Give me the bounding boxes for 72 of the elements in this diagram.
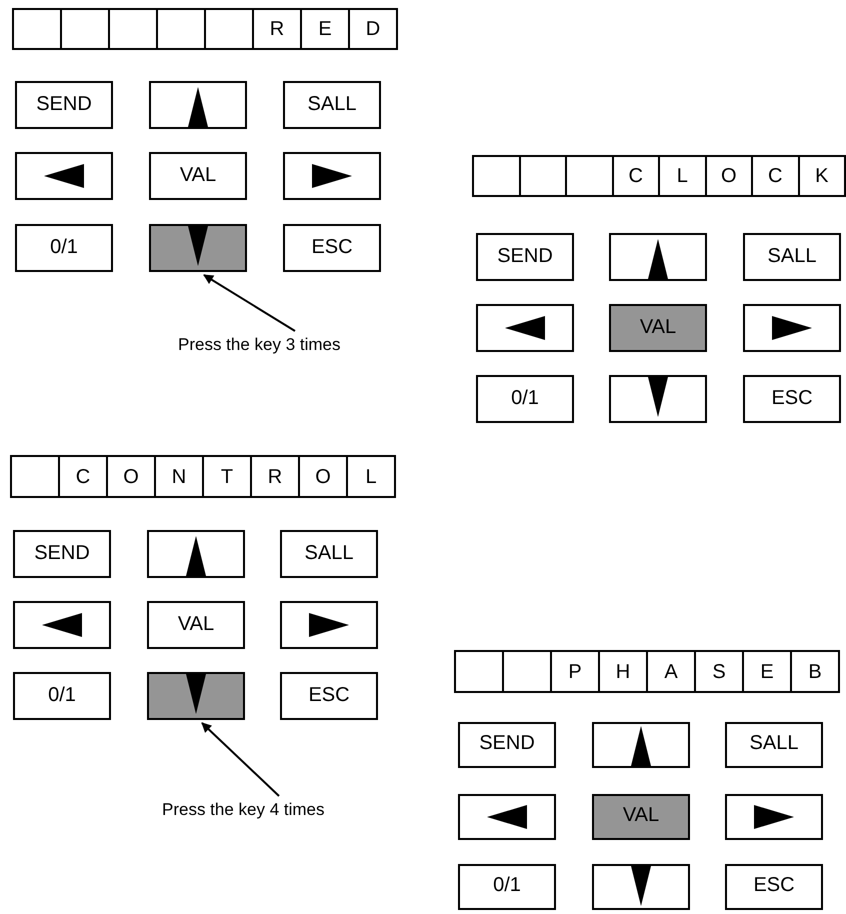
display-cell [518, 155, 567, 197]
display-cell: L [346, 455, 396, 498]
keypad-key: ESC [283, 224, 381, 272]
keypad-key: ESC [743, 375, 841, 423]
keypad-key: 0/1 [458, 864, 556, 910]
keypad-key [280, 601, 378, 649]
display-cell: P [550, 650, 600, 693]
display-cell: E [300, 8, 350, 50]
display-cell [204, 8, 254, 50]
display-cell: S [694, 650, 744, 693]
keypad-key [283, 152, 381, 200]
display-cell [472, 155, 520, 197]
keypad-key: VAL [609, 304, 707, 352]
display-cell [565, 155, 614, 197]
display-cell: O [298, 455, 348, 498]
display-cell: L [658, 155, 706, 197]
display-cell: B [790, 650, 840, 693]
keypad-key: VAL [149, 152, 247, 200]
keypad-key [149, 81, 247, 129]
display-cell [156, 8, 206, 50]
arrow [201, 722, 280, 797]
display-cell [502, 650, 552, 693]
keypad-key [149, 224, 247, 272]
keypad-key: SALL [743, 233, 841, 281]
keypad-key: 0/1 [15, 224, 113, 272]
keypad-key: SALL [280, 530, 378, 578]
display-cell: E [742, 650, 792, 693]
keypad-key [476, 304, 574, 352]
keypad-key [15, 152, 113, 200]
keypad-key: 0/1 [476, 375, 574, 423]
keypad-key: 0/1 [13, 672, 111, 720]
display-cell: D [348, 8, 398, 50]
display-cell: C [751, 155, 800, 197]
keypad-key [743, 304, 841, 352]
keypad-key: SEND [13, 530, 111, 578]
keypad-key: VAL [592, 794, 690, 840]
keypad-key [458, 794, 556, 840]
keypad-key: SEND [476, 233, 574, 281]
keypad-key [13, 601, 111, 649]
keypad-key [592, 864, 690, 910]
keypad-key: ESC [725, 864, 823, 910]
display-cell [10, 455, 60, 498]
display-cell: K [798, 155, 846, 197]
display-cell: H [598, 650, 648, 693]
arrow [203, 274, 296, 332]
keypad-key: SALL [725, 722, 823, 768]
keypad-key: SALL [283, 81, 381, 129]
display-cell: O [704, 155, 753, 197]
keypad-key [147, 530, 245, 578]
keypad-key [592, 722, 690, 768]
display-cell [12, 8, 62, 50]
keypad-key [609, 375, 707, 423]
display-cell [454, 650, 504, 693]
instruction-text: Press the key 4 times [162, 798, 357, 822]
keypad-key: SEND [15, 81, 113, 129]
instruction-text: Press the key 3 times [178, 333, 373, 357]
display-cell: R [250, 455, 300, 498]
display-cell: O [106, 455, 156, 498]
display-cell: C [612, 155, 660, 197]
display-cell: C [58, 455, 108, 498]
display-cell: T [202, 455, 252, 498]
display-cell: A [646, 650, 696, 693]
keypad-key [609, 233, 707, 281]
keypad-key: ESC [280, 672, 378, 720]
display-cell [108, 8, 158, 50]
display-cell: R [252, 8, 302, 50]
keypad-key [725, 794, 823, 840]
keypad-key: VAL [147, 601, 245, 649]
keypad-key [147, 672, 245, 720]
display-cell [60, 8, 110, 50]
display-cell: N [154, 455, 204, 498]
keypad-key: SEND [458, 722, 556, 768]
